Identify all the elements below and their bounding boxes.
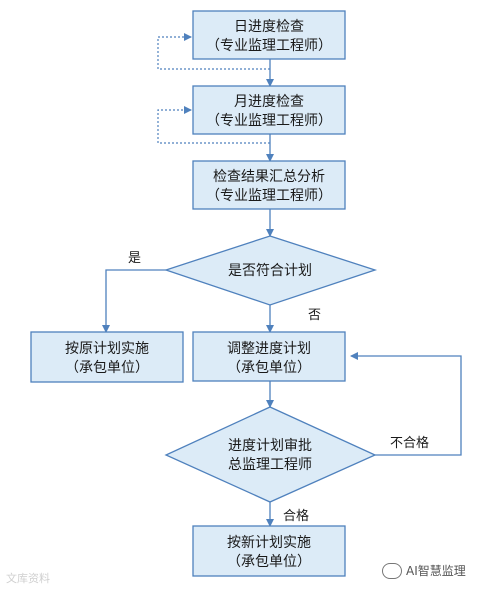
edge-decision-yes — [102, 269, 166, 333]
adjust-plan-title: 调整进度计划 — [227, 341, 311, 357]
daily-loop — [157, 33, 270, 70]
original-plan-title: 按原计划实施 — [65, 341, 149, 357]
new-plan-title: 按新计划实施 — [227, 535, 311, 551]
feedback-loops — [157, 33, 270, 144]
node-daily-check: 日进度检查 （专业监理工程师） — [192, 10, 346, 60]
plan-decision-text: 是否符合计划 — [228, 263, 312, 279]
adjust-plan-role: （承包单位） — [227, 360, 311, 376]
daily-check-title: 日进度检查 — [234, 19, 304, 35]
node-new-plan: 按新计划实施 （承包单位） — [192, 525, 346, 577]
node-adjust-plan: 调整进度计划 （承包单位） — [192, 331, 346, 382]
node-plan-decision: 是否符合计划 — [163, 235, 378, 306]
monthly-check-title: 月进度检查 — [234, 94, 304, 110]
fail-label: 不合格 — [390, 435, 429, 451]
node-approval-decision: 进度计划审批 总监理工程师 — [164, 406, 377, 503]
yes-label: 是 — [128, 251, 141, 266]
monthly-loop — [157, 106, 270, 144]
original-plan-role: （承包单位） — [65, 360, 149, 376]
watermark-right: AI智慧监理 — [382, 562, 466, 579]
monthly-check-role: （专业监理工程师） — [206, 113, 332, 129]
edge-approval-fail — [350, 352, 462, 456]
new-plan-role: （承包单位） — [227, 554, 311, 570]
pass-label: 合格 — [283, 508, 309, 524]
summary-analysis-title: 检查结果汇总分析 — [213, 169, 325, 185]
approval-decision-role: 总监理工程师 — [228, 457, 312, 473]
summary-analysis-role: （专业监理工程师） — [206, 188, 332, 204]
watermark-left: 文库资料 — [6, 570, 50, 586]
watermark-left-text: 文库资料 — [6, 572, 50, 585]
node-monthly-check: 月进度检查 （专业监理工程师） — [192, 85, 346, 135]
connectors — [102, 59, 462, 527]
approval-decision-title: 进度计划审批 — [228, 438, 312, 454]
daily-check-role: （专业监理工程师） — [206, 38, 332, 54]
no-label: 否 — [308, 308, 321, 323]
node-summary-analysis: 检查结果汇总分析 （专业监理工程师） — [192, 160, 346, 210]
watermark-right-text: AI智慧监理 — [406, 564, 466, 578]
node-original-plan: 按原计划实施 （承包单位） — [30, 331, 184, 383]
chat-bubble-icon — [382, 562, 402, 579]
